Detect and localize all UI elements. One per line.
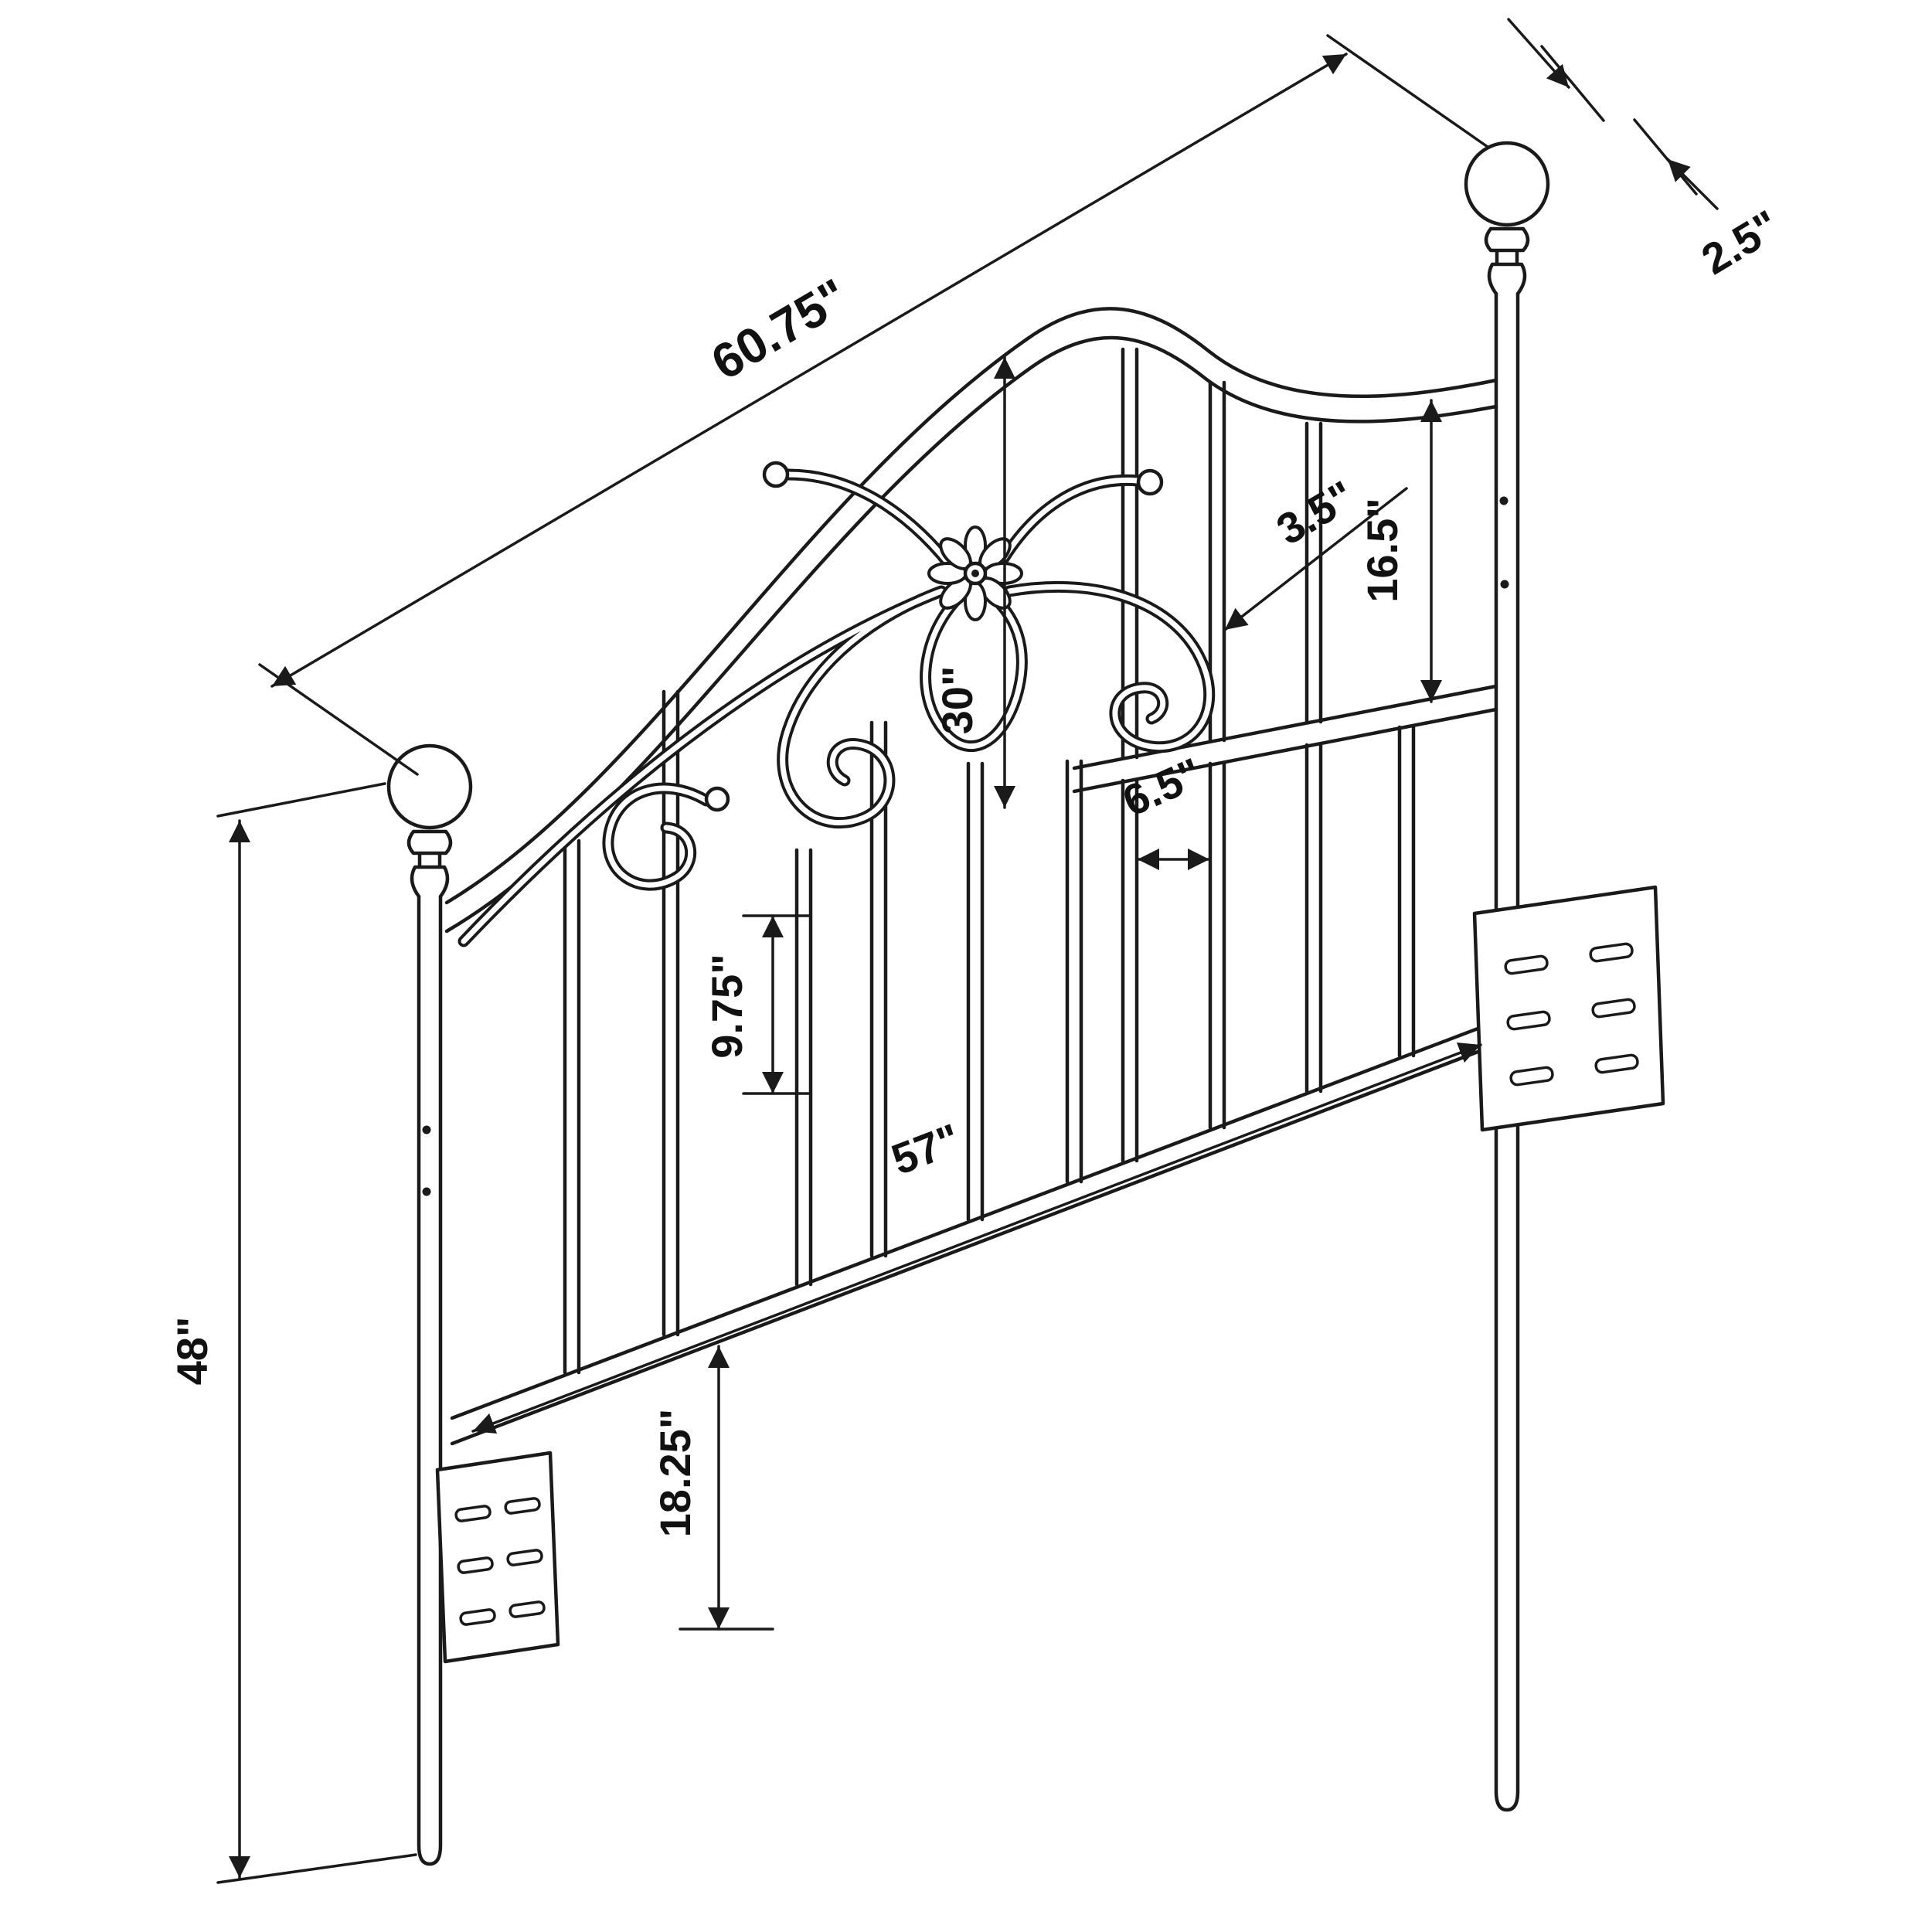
dim-label-finial-diameter: 2.5" <box>1693 200 1787 284</box>
flower-medallion <box>927 526 1023 621</box>
left-post <box>386 743 473 1866</box>
scroll-tip-ball <box>762 461 790 488</box>
extension-line <box>742 914 811 1095</box>
mounting-plate-right <box>1472 885 1665 1132</box>
dim-label-scroll-gap: 3.5" <box>1268 471 1362 554</box>
dimension-labels: 60.75" 2.5" 3.5" 16.5" 30" 6.5" 9.75" 57… <box>168 200 1787 1537</box>
mounting-plate-left <box>435 1451 560 1664</box>
left-post-collar <box>406 829 453 899</box>
extension-line <box>1540 45 1605 122</box>
dim-label-lower-spindle-height: 9.75" <box>702 954 751 1059</box>
dim-line-finial <box>1507 18 1570 89</box>
scroll-tip-ball <box>704 786 730 812</box>
dim-label-upper-grill-height: 16.5" <box>1358 498 1406 603</box>
scrollwork <box>464 461 1209 941</box>
dim-label-arch-height: 30" <box>933 666 981 735</box>
dim-label-leg-height: 18.25" <box>651 1409 699 1538</box>
extension-line <box>1633 118 1698 196</box>
dim-label-overall-width: 60.75" <box>702 268 857 391</box>
right-finial-ball <box>1464 141 1550 227</box>
dim-label-inner-width: 57" <box>885 1114 967 1184</box>
extension-line <box>1326 34 1489 148</box>
dim-line-finial <box>1666 158 1719 210</box>
dim-label-overall-height: 48" <box>168 1317 216 1386</box>
extension-line <box>216 1853 417 1884</box>
extension-line <box>216 782 386 818</box>
left-finial-ball <box>386 743 473 830</box>
dim-label-spindle-spacing: 6.5" <box>1116 748 1209 825</box>
scroll-tip-ball <box>1136 468 1164 496</box>
dim-line-scroll-gap <box>1223 487 1408 631</box>
dim-line-overall-width <box>270 53 1348 688</box>
dimension-lines <box>216 18 1719 1884</box>
right-post-collar <box>1484 226 1530 296</box>
dim-line-inner-width <box>471 1042 1482 1434</box>
